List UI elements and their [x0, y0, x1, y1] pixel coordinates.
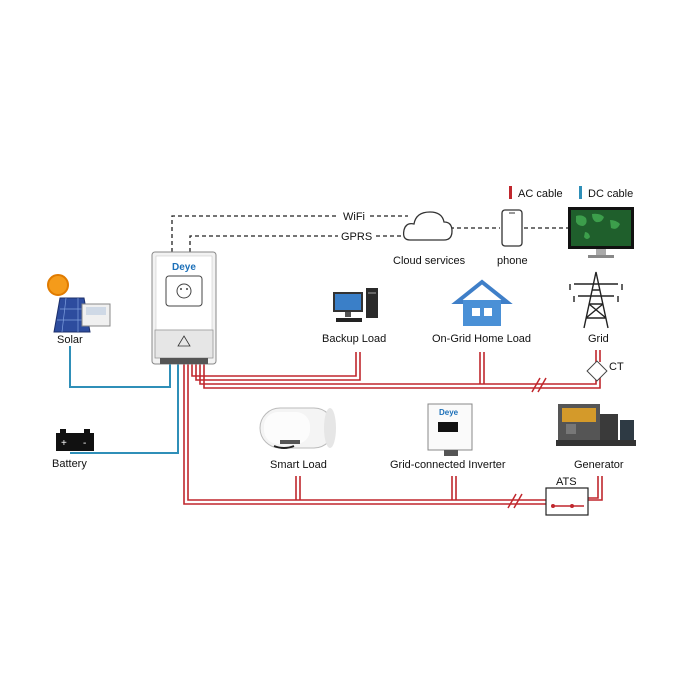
grid-ac-cable — [199, 362, 601, 389]
svg-text:-: - — [83, 438, 86, 449]
grid-inverter-brand: Deye — [439, 408, 459, 417]
grid-break-mark — [531, 377, 547, 393]
smart-load-icon — [259, 407, 336, 449]
home-ac-cable — [479, 352, 485, 384]
backup-load-icon — [333, 288, 378, 322]
ct-label: CT — [609, 361, 624, 373]
legend: AC cable DC cable — [509, 186, 633, 200]
hybrid-inverter — [151, 251, 217, 365]
battery-icon: + - — [56, 429, 94, 451]
battery-label: Battery — [52, 458, 87, 470]
backup-load-label: Backup Load — [322, 333, 386, 345]
ac-cables — [183, 350, 603, 505]
dc-legend-swatch — [579, 186, 582, 199]
wifi-link — [171, 215, 408, 252]
home-icon — [451, 279, 513, 326]
ac-legend-label: AC cable — [518, 188, 563, 200]
comm-links — [171, 215, 568, 252]
gen-break-mark — [507, 493, 523, 509]
inverter-brand: Deye — [172, 262, 196, 273]
generator-label: Generator — [574, 459, 624, 471]
dc-legend-label: DC cable — [588, 188, 633, 200]
gen-ac-cable — [183, 362, 548, 505]
monitor-icon — [568, 207, 634, 258]
gprs-label: GPRS — [341, 231, 372, 243]
ct-sensor — [586, 360, 608, 382]
solar-label: Solar — [57, 334, 83, 346]
svg-text:+: + — [61, 438, 67, 449]
solar-dc-cable — [69, 346, 171, 388]
gic-cable — [451, 476, 457, 500]
gprs-link — [189, 235, 408, 252]
home-load-label: On-Grid Home Load — [432, 333, 531, 345]
grid-inverter-label: Grid-connected Inverter — [390, 459, 506, 471]
cable-break-marks — [507, 377, 547, 509]
ac-legend-swatch — [509, 186, 512, 199]
grid-inverter-icon — [427, 403, 473, 456]
backup-ac-cable — [191, 352, 361, 381]
smart-load-label: Smart Load — [270, 459, 327, 471]
cloud-label: Cloud services — [393, 255, 466, 267]
ats-label: ATS — [556, 476, 577, 488]
grid-tower-cable — [595, 350, 601, 362]
generator-cable — [588, 476, 603, 501]
battery-dc-cable — [70, 362, 179, 454]
ats-box — [545, 487, 589, 516]
dc-cables — [69, 346, 179, 454]
solar-icon — [47, 274, 111, 333]
wifi-label: WiFi — [343, 211, 365, 223]
generator-icon — [556, 404, 636, 446]
grid-tower-icon — [569, 271, 623, 329]
cloud-icon — [402, 211, 453, 241]
phone-icon — [501, 209, 523, 247]
grid-label: Grid — [588, 333, 609, 345]
phone-label: phone — [497, 255, 528, 267]
smart-load-cable — [295, 476, 301, 500]
